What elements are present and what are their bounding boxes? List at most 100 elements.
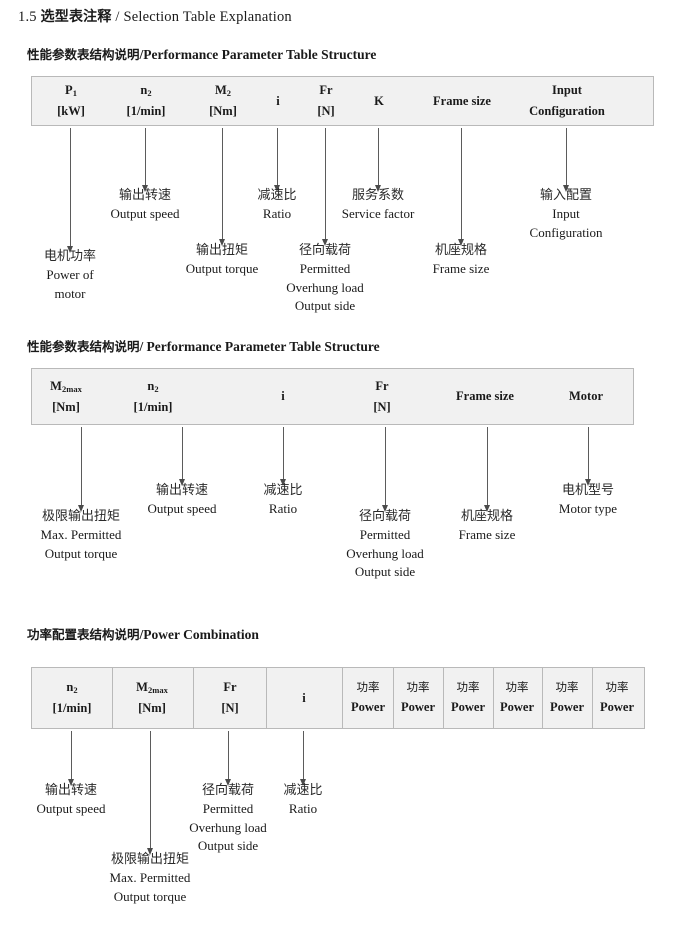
annotation-arrow bbox=[141, 128, 150, 192]
arrow-stem bbox=[71, 731, 72, 779]
table-header-cell: P1[kW] bbox=[36, 77, 106, 125]
annotation-label-cn: 径向载荷 bbox=[358, 509, 411, 524]
arrow-stem bbox=[277, 128, 278, 185]
annotation-arrow bbox=[67, 731, 76, 786]
annotation-label-en: Power of bbox=[46, 267, 94, 283]
table-header-cell: Frame size bbox=[414, 77, 510, 125]
table-header-cell: M2max [Nm] bbox=[26, 369, 106, 424]
table-header-symbol: n2 bbox=[140, 83, 152, 99]
table-header-unit: [Nm] bbox=[138, 701, 166, 715]
annotation-label-en: motor bbox=[54, 285, 86, 301]
table-header-symbol: Frame size bbox=[456, 389, 514, 404]
annotation-arrow bbox=[178, 427, 187, 486]
annotation-label-en: Motor type bbox=[558, 501, 618, 517]
table-header-symbol: Fr bbox=[223, 680, 237, 695]
table-header-subscript: 2max bbox=[147, 685, 168, 696]
table-header-unit: [kW] bbox=[57, 104, 85, 118]
table-header-unit: Configuration bbox=[529, 104, 605, 118]
table-header-cell: Fr[N] bbox=[195, 668, 265, 728]
table-header-cell: K bbox=[359, 77, 399, 125]
table-header-label-cn: 功率 bbox=[505, 680, 529, 695]
table-column-divider bbox=[342, 668, 343, 728]
annotation-label-en: Output speed bbox=[36, 801, 106, 817]
table-header-unit: Power bbox=[549, 700, 584, 715]
table-header-cell: i bbox=[261, 77, 295, 125]
table-header-unit: [N] bbox=[317, 104, 335, 118]
annotation-label-en: Permitted bbox=[359, 527, 411, 543]
annotation-note: 机座规格 Frame size bbox=[459, 508, 516, 545]
title-separator: / bbox=[115, 9, 120, 25]
table-header-unit: [Nm] bbox=[209, 104, 237, 118]
annotation-label-cn: 输入配置 bbox=[539, 188, 592, 203]
table-header-cell: Frame size bbox=[435, 369, 535, 424]
table-header-unit: [N] bbox=[373, 399, 391, 414]
table-header-label-cn: 功率 bbox=[406, 680, 430, 695]
arrow-stem bbox=[222, 128, 223, 239]
table-column-divider bbox=[592, 668, 593, 728]
annotation-label-en: Ratio bbox=[262, 206, 292, 222]
annotation-arrow bbox=[218, 128, 227, 246]
table-header-label-cn: 功率 bbox=[555, 680, 579, 695]
table-header-label-cn: 功率 bbox=[605, 680, 629, 695]
table-header-cell: n2[1/min] bbox=[108, 77, 184, 125]
annotation-label-en: Overhung load bbox=[286, 279, 364, 295]
annotation-label-en: Output side bbox=[354, 564, 416, 580]
annotation-label-en: Frame size bbox=[458, 527, 516, 543]
section-heading-1-cn: 性能参数表结构说明 bbox=[27, 47, 140, 62]
annotation-label-cn: 输出转速 bbox=[155, 483, 208, 498]
table-column-divider bbox=[542, 668, 543, 728]
table-header-unit: Power bbox=[350, 700, 385, 715]
section-heading-1-en: Performance Parameter Table Structure bbox=[143, 47, 377, 62]
table-header-unit: [Nm] bbox=[52, 399, 80, 414]
arrow-stem bbox=[378, 128, 379, 185]
table-header-symbol: M2max bbox=[50, 378, 82, 394]
annotation-arrow bbox=[279, 427, 288, 486]
page-title-cn: 选型表注释 bbox=[40, 9, 112, 25]
arrow-stem bbox=[303, 731, 304, 779]
table-header-subscript: 2 bbox=[147, 88, 152, 99]
table-header-cell: n2[1/min] bbox=[33, 668, 111, 728]
section-heading-3-cn: 功率配置表结构说明 bbox=[27, 627, 140, 642]
annotation-label-cn: 减速比 bbox=[283, 783, 323, 798]
annotation-arrow bbox=[77, 427, 86, 512]
annotation-label-cn: 径向载荷 bbox=[298, 243, 351, 258]
arrow-stem bbox=[325, 128, 326, 239]
annotation-label-en: Ratio bbox=[288, 801, 318, 817]
table-header-cell: 功率 Power bbox=[590, 668, 644, 728]
table-header-symbol: M2max bbox=[136, 680, 168, 696]
annotation-label-cn: 输出转速 bbox=[44, 783, 97, 798]
annotation-label-en: Output side bbox=[197, 838, 259, 854]
annotation-arrow bbox=[584, 427, 593, 486]
section-heading-1: 性能参数表结构说明/Performance Parameter Table St… bbox=[27, 44, 376, 63]
annotation-label-en: Input bbox=[552, 206, 580, 222]
annotation-arrow bbox=[224, 731, 233, 786]
arrow-stem bbox=[145, 128, 146, 185]
section-heading-1-sep: / bbox=[139, 47, 144, 62]
table-header-subscript: 2 bbox=[73, 685, 78, 696]
annotation-label-cn: 服务系数 bbox=[351, 188, 405, 203]
table-header-label-cn: 功率 bbox=[456, 680, 480, 695]
table-header-unit: Power bbox=[499, 700, 534, 715]
table-header-symbol: n2 bbox=[147, 378, 159, 394]
annotation-label-en: Overhung load bbox=[189, 819, 267, 835]
table-header-cell: Fr[N] bbox=[302, 77, 350, 125]
annotation-label-en: Permitted bbox=[202, 801, 254, 817]
annotation-label-en: Max. Permitted bbox=[109, 870, 191, 886]
annotation-label-cn: 机座规格 bbox=[460, 509, 514, 524]
table-header-symbol: Fr bbox=[375, 378, 389, 393]
annotation-label-cn: 减速比 bbox=[263, 483, 303, 498]
table-header-unit: Power bbox=[599, 700, 634, 715]
section-heading-2-en: Performance Parameter Table Structure bbox=[146, 339, 380, 354]
